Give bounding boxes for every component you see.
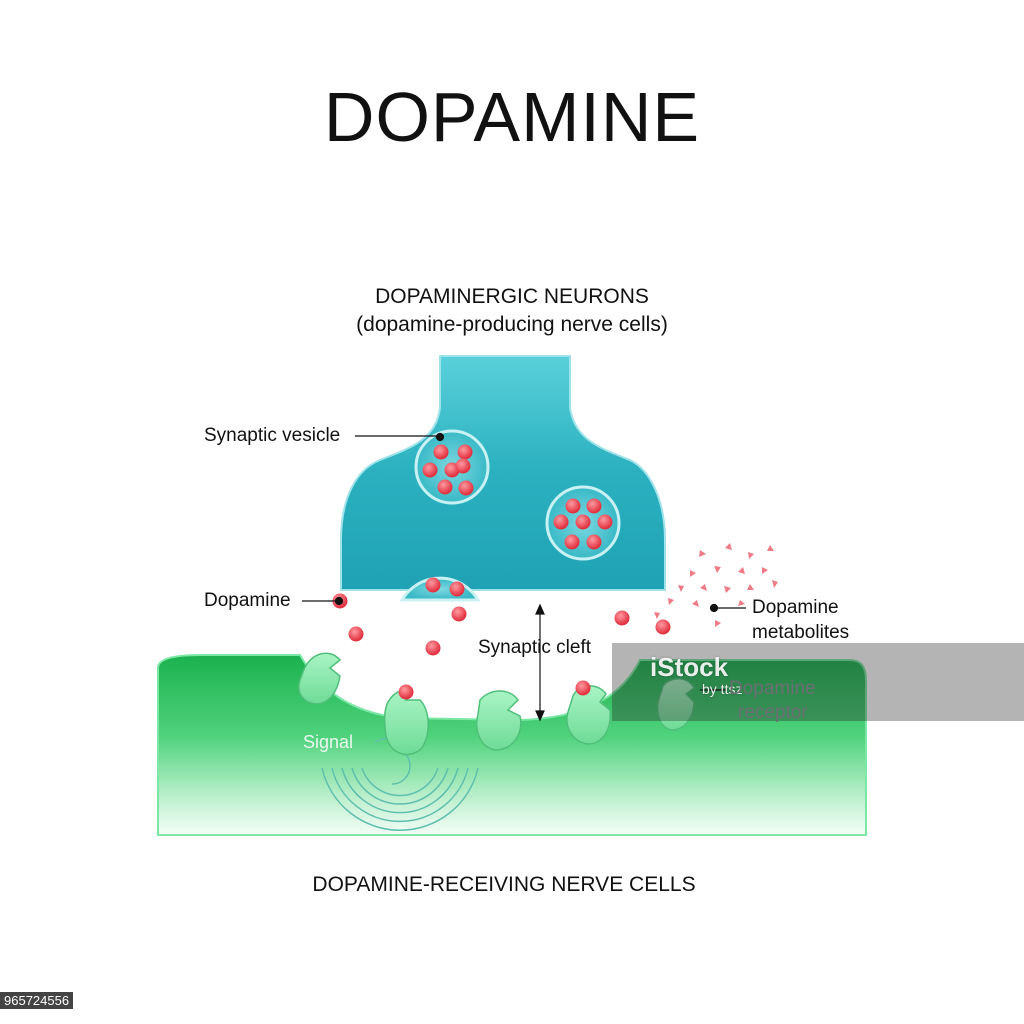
watermark-brand: iStock: [650, 652, 729, 682]
label-synaptic-vesicle: Synaptic vesicle: [204, 425, 341, 446]
leader-lines: [302, 432, 746, 722]
watermark-logo: iStock by ttsz: [650, 652, 742, 697]
receptors: [298, 652, 695, 756]
label-dopamine-receptor-line2: receptor: [738, 702, 808, 723]
dopamine-molecules: [332, 444, 671, 700]
presynaptic-heading: DOPAMINERGIC NEURONS (dopamine-producing…: [0, 283, 1024, 339]
page-title: DOPAMINE: [323, 78, 701, 156]
label-dopamine-metabolites-line1: Dopamine: [752, 597, 839, 618]
stock-id-badge: 965724556: [0, 992, 74, 1009]
watermark-credit: by ttsz: [702, 681, 743, 697]
watermark-band: [612, 643, 1024, 721]
presynaptic-heading-line2: (dopamine-producing nerve cells): [356, 313, 668, 336]
dopamine-metabolites: [654, 543, 778, 627]
label-signal: Signal: [303, 732, 354, 752]
label-synaptic-cleft: Synaptic cleft: [478, 637, 591, 658]
presynaptic-heading-line1: DOPAMINERGIC NEURONS: [375, 285, 649, 308]
presynaptic-terminal: [340, 355, 666, 591]
signal-waves: [321, 736, 479, 831]
label-dopamine: Dopamine: [204, 590, 291, 611]
postsynaptic-heading: DOPAMINE-RECEIVING NERVE CELLS: [312, 873, 696, 896]
label-dopamine-receptor-line1: Dopamine: [729, 678, 816, 699]
label-dopamine-metabolites-line2: metabolites: [752, 622, 850, 643]
